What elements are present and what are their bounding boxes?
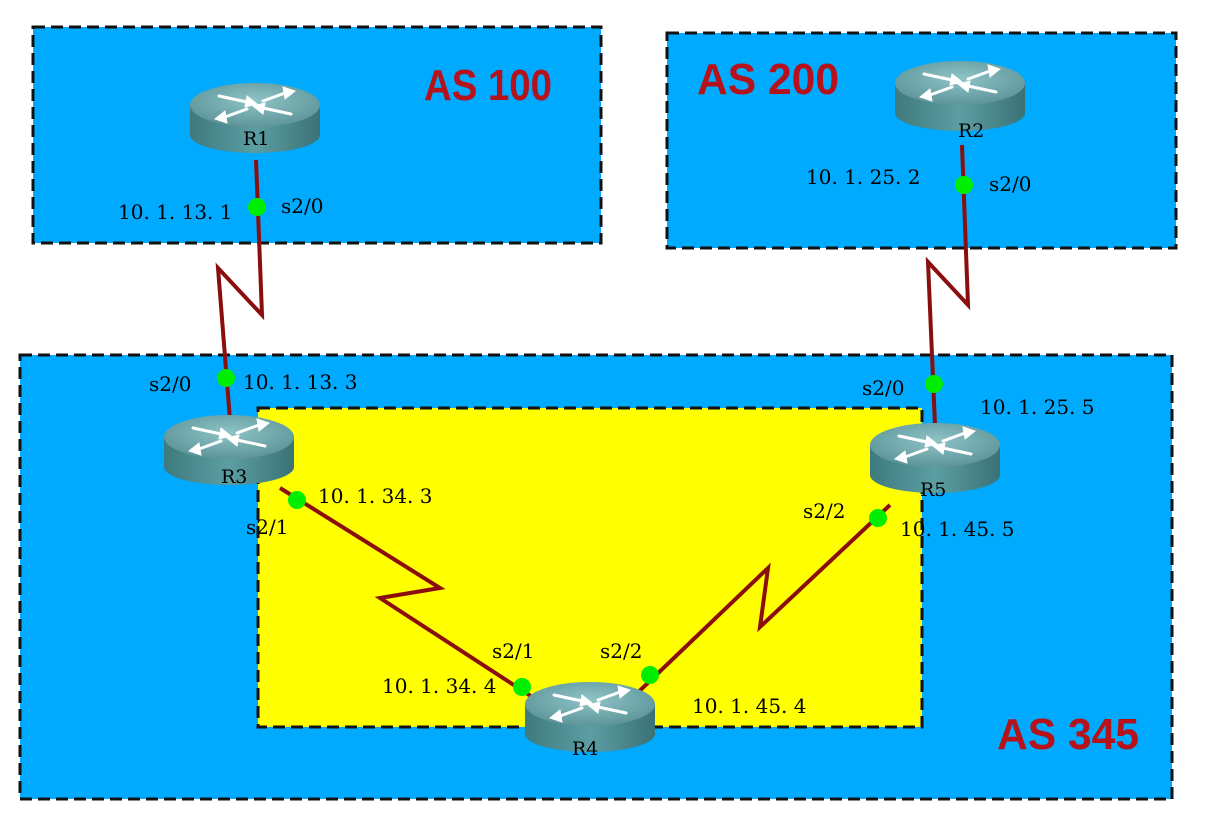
interface-dot-r1-s2-0	[248, 198, 266, 216]
r4-ip-label-45: 10. 1. 45. 4	[692, 694, 807, 718]
as345-title: AS 345	[997, 710, 1139, 759]
router-r1[interactable]: R1	[188, 81, 322, 155]
link-r2-r5	[925, 144, 971, 426]
router-r2[interactable]: R2	[893, 59, 1027, 142]
r5-ip-label-45: 10. 1. 45. 5	[900, 517, 1015, 541]
interface-dot-r4-s2-2	[641, 666, 659, 684]
inner-zone	[256, 406, 924, 729]
link-r4-r5	[628, 503, 892, 702]
r2-interface-label: s2/0	[989, 172, 1031, 196]
interface-dot-r5-s2-2	[869, 509, 887, 527]
r3-interface-label-s2-1: s2/1	[246, 515, 288, 539]
r4-interface-label-s2-2: s2/2	[600, 639, 642, 663]
interface-dot-r3-s2-0	[217, 369, 235, 387]
r3-interface-label-s2-0: s2/0	[149, 372, 191, 396]
router-r2-name: R2	[958, 120, 984, 142]
interface-dot-r4-s2-1	[513, 678, 531, 696]
interface-dot-r2-s2-0	[955, 176, 973, 194]
r4-interface-label-s2-1: s2/1	[492, 639, 534, 663]
r1-interface-label: s2/0	[281, 194, 323, 218]
link-r3-r4	[278, 486, 542, 704]
as200-title: AS 200	[697, 55, 839, 104]
router-r1-name: R1	[243, 128, 269, 150]
as100-title: AS 100	[424, 61, 552, 110]
r4-ip-label-34: 10. 1. 34. 4	[382, 674, 497, 698]
router-r5-name: R5	[920, 479, 946, 501]
router-r3-name: R3	[221, 466, 247, 488]
r5-interface-label-s2-2: s2/2	[803, 499, 845, 523]
r3-ip-label-13: 10. 1. 13. 3	[243, 370, 358, 394]
r1-ip-label: 10. 1. 13. 1	[118, 200, 233, 224]
r5-ip-label-25: 10. 1. 25. 5	[980, 395, 1095, 419]
r3-ip-label-34: 10. 1. 34. 3	[318, 484, 433, 508]
router-r5[interactable]: R5	[868, 421, 1002, 501]
router-r4[interactable]: R4	[523, 680, 657, 760]
interface-dot-r5-s2-0	[925, 375, 943, 393]
r5-interface-label-s2-0: s2/0	[862, 376, 904, 400]
interface-dot-r3-s2-1	[288, 491, 306, 509]
router-r3[interactable]: R3	[162, 413, 296, 488]
r2-ip-label: 10. 1. 25. 2	[806, 165, 921, 189]
router-r4-name: R4	[572, 738, 598, 760]
link-r1-r3	[215, 159, 265, 421]
